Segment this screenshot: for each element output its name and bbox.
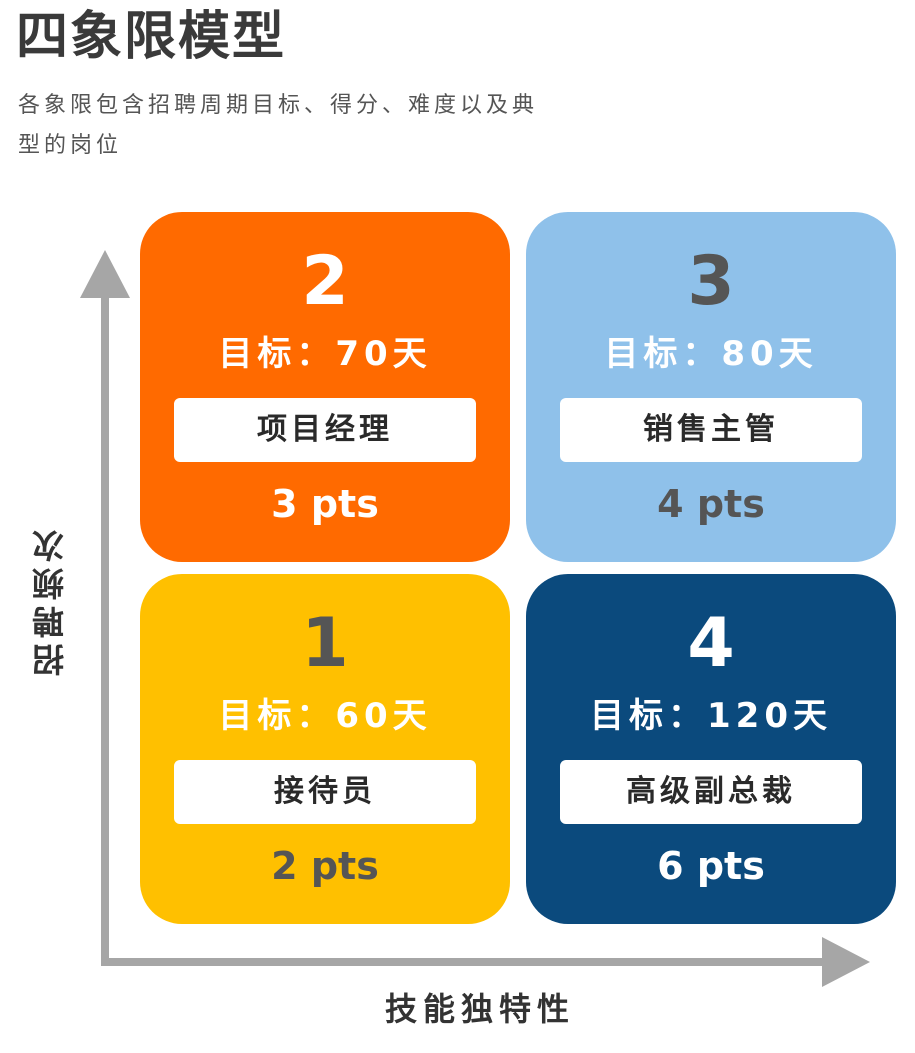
quadrant-number: 1 (301, 604, 349, 683)
quadrant-role: 接待员 (174, 760, 476, 824)
page-subtitle: 各象限包含招聘周期目标、得分、难度以及典型的岗位 (18, 93, 539, 158)
quadrant-3: 3 目标：80天 销售主管 4 pts (526, 212, 896, 562)
quadrant-4: 4 目标：120天 高级副总裁 6 pts (526, 574, 896, 924)
quadrant-role: 销售主管 (560, 398, 862, 462)
x-axis-arrow (822, 937, 870, 987)
quadrant-points: 4 pts (657, 482, 765, 526)
quadrant-points: 3 pts (271, 482, 379, 526)
quadrant-goal: 目标：60天 (218, 696, 432, 736)
x-axis-label: 技能独特性 (384, 990, 575, 1028)
quadrant-number: 3 (687, 242, 735, 321)
page-title: 四象限模型 (16, 7, 287, 67)
quadrant-points: 2 pts (271, 844, 379, 888)
quadrant-number: 4 (687, 604, 735, 683)
quadrant-1: 1 目标：60天 接待员 2 pts (140, 574, 510, 924)
quadrant-role: 高级副总裁 (560, 760, 862, 824)
quadrant-number: 2 (301, 242, 349, 321)
quadrant-points: 6 pts (657, 844, 765, 888)
quadrant-goal: 目标：120天 (590, 696, 832, 736)
quadrant-role: 项目经理 (174, 398, 476, 462)
quadrant-2: 2 目标：70天 项目经理 3 pts (140, 212, 510, 562)
quadrant-goal: 目标：70天 (218, 334, 432, 374)
y-axis-arrow (80, 250, 130, 298)
y-axis-label: 招聘频次 (31, 524, 69, 676)
quadrant-goal: 目标：80天 (604, 334, 818, 374)
